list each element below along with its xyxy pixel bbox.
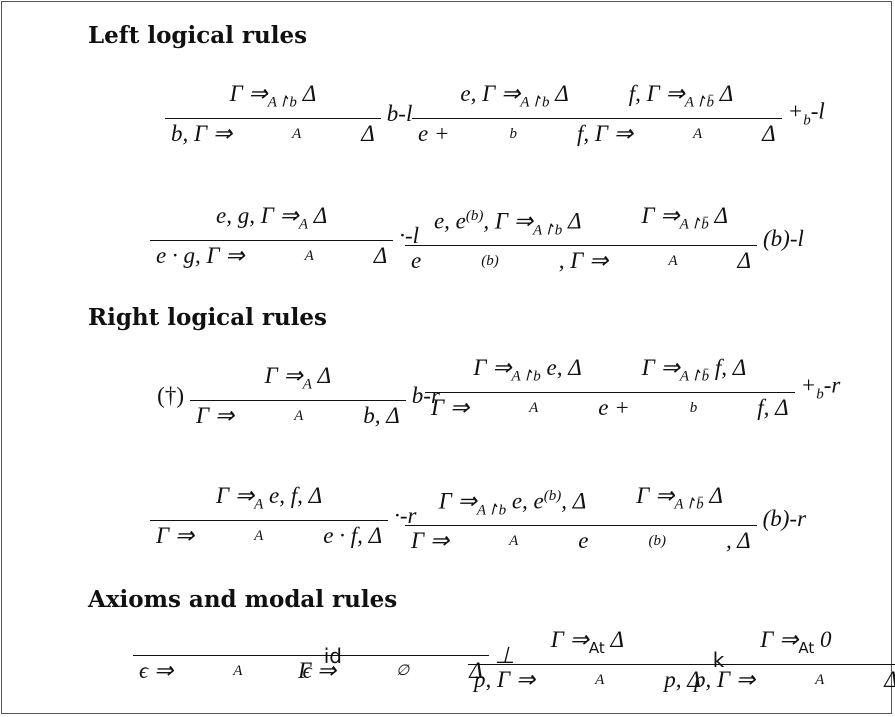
inference-line [412,117,782,119]
rule-premise: Γ ⇒A↾b Δ [229,81,317,111]
rule-fraction: Γ ⇒A↾b Δ b, Γ ⇒A Δ [165,79,381,149]
rule-premises: Γ ⇒A↾b Δ [224,79,323,118]
rule-premise: Γ ⇒A↾b e, Δ [473,355,582,385]
inference-rule-plus-b-r: Γ ⇒A↾b e, Δ Γ ⇒A↾b̄ f, Δ Γ ⇒A e +b f, Δ +b-… [425,353,840,423]
rule-fraction: Γ ⇒At 0 p, Γ ⇒A Δ [688,625,895,695]
rule-fraction: Γ ⇒At Δ p, Γ ⇒A p, Δ [468,625,707,695]
rule-premises: e, e(b), Γ ⇒A↾b Δ Γ ⇒A↾b̄ Δ [428,201,734,245]
section-heading-left: Left logical rules [88,22,308,49]
rule-premises: Γ ⇒At Δ [545,625,630,664]
inference-rule-star-b-r: Γ ⇒A↾b e, e(b), Δ Γ ⇒A↾b̄ Δ Γ ⇒A e(b), Δ (b… [405,481,806,556]
rule-fraction: Γ ⇒A Δ Γ ⇒A b, Δ [190,361,406,431]
inference-line [133,655,318,656]
inference-line [405,245,757,247]
rule-conclusion: Γ ⇒A b, Δ [196,402,400,428]
rule-fraction: e, Γ ⇒A↾b Δ f, Γ ⇒A↾b̄ Δ e +b f, Γ ⇒A Δ [412,79,782,149]
rule-premise: f, Γ ⇒A↾b̄ Δ [628,81,734,111]
rule-conclusion: Γ ⇒A e +b f, Δ [431,394,789,420]
rule-name: +b-l [787,98,825,129]
rule-premise: e, e(b), Γ ⇒A↾b Δ [433,208,582,239]
inference-line [150,239,394,241]
inference-rule-b-l: Γ ⇒A↾b Δ b, Γ ⇒A Δ b-l [165,79,412,149]
inference-rule-dot-r: Γ ⇒A e, f, Δ Γ ⇒A e · f, Δ ·-r [150,481,417,551]
section-heading-right: Right logical rules [88,304,327,331]
inference-line [150,519,389,521]
rule-premises: Γ ⇒A↾b e, e(b), Δ Γ ⇒A↾b̄ Δ [433,481,729,525]
rule-premise: Γ ⇒A Δ [264,363,332,393]
rule-premises: Γ ⇒A Δ [259,361,338,400]
rule-name: ⊥ [494,642,515,668]
rule-premises: Γ ⇒At 0 [754,625,837,664]
rule-name: b-r [411,382,440,408]
rule-fraction: Γ ⇒A↾b e, e(b), Δ Γ ⇒A↾b̄ Δ Γ ⇒A e(b), Δ [405,481,757,556]
inference-rule-dot-l: e, g, Γ ⇒A Δ e · g, Γ ⇒A Δ ·-l [150,201,419,271]
rule-premise: Γ ⇒A↾b̄ f, Δ [641,355,747,385]
rule-premise: Γ ⇒A↾b e, e(b), Δ [438,488,587,519]
rule-fraction: e, g, Γ ⇒A Δ e · g, Γ ⇒A Δ [150,201,394,271]
rule-premises: e, g, Γ ⇒A Δ [210,201,333,240]
rule-premises [381,625,399,655]
rule-premise: Γ ⇒A↾b̄ Δ [636,483,723,513]
rule-fraction: Γ ⇒A↾b e, Δ Γ ⇒A↾b̄ f, Δ Γ ⇒A e +b f, Δ [425,353,795,423]
section-heading-axioms: Axioms and modal rules [88,586,398,613]
inference-line [405,525,757,527]
rule-premises: Γ ⇒A↾b e, Δ Γ ⇒A↾b̄ f, Δ [467,353,752,392]
rule-premise [387,625,393,655]
rule-conclusion: e +b f, Γ ⇒A Δ [418,120,776,146]
inference-rule-k0: Γ ⇒At 0p, Γ ⇒A Δk0 [688,625,895,695]
rule-name: (b)-r [762,505,807,531]
inference-rule-k: Γ ⇒At Δ p, Γ ⇒A p, Δ k [468,625,724,695]
inference-rule-b-r: (†) Γ ⇒A Δ Γ ⇒A b, Δ b-r [157,361,440,431]
inference-rule-star-b-l: e, e(b), Γ ⇒A↾b Δ Γ ⇒A↾b̄ Δ e(b), Γ ⇒A Δ (b… [405,201,804,276]
rule-name: b-l [386,100,413,126]
rule-conclusion: e(b), Γ ⇒A Δ [411,248,751,274]
rule-name: +b-r [800,372,841,403]
rule-conclusion: Γ ⇒∅ Δ [298,658,483,683]
rule-name: (b)-l [763,225,804,251]
rule-conclusion: b, Γ ⇒A Δ [171,120,375,146]
rule-conclusion: p, Γ ⇒A Δ [694,666,895,692]
rule-side-condition: (†) [157,382,184,408]
rule-conclusion: Γ ⇒A e(b), Δ [411,528,751,554]
rule-premises: e, Γ ⇒A↾b Δ f, Γ ⇒A↾b̄ Δ [454,79,739,118]
rule-premises: Γ ⇒A e, f, Δ [210,481,328,520]
rule-conclusion: ϵ ⇒A ϵ [139,658,312,683]
rule-premises [216,625,234,655]
rule-name: k [712,647,725,672]
inference-line [165,117,381,119]
rule-name: ·-l [399,222,420,248]
rule-premise: Γ ⇒At 0 [760,627,832,657]
rule-conclusion: p, Γ ⇒A p, Δ [474,666,701,692]
inference-line [190,399,406,401]
rule-conclusion: Γ ⇒A e · f, Δ [156,522,383,548]
rule-fraction: Γ ⇒A e, f, Δ Γ ⇒A e · f, Δ [150,481,389,551]
rule-premise: e, Γ ⇒A↾b Δ [460,81,569,111]
rule-fraction: e, e(b), Γ ⇒A↾b Δ Γ ⇒A↾b̄ Δ e(b), Γ ⇒A Δ [405,201,757,276]
rule-name: ·-r [394,502,417,528]
inference-line [468,663,707,665]
rule-premise: e, g, Γ ⇒A Δ [216,203,328,233]
rule-premise [222,625,228,655]
rule-fraction: Γ ⇒∅ Δ [292,625,489,686]
rule-premise: Γ ⇒A↾b̄ Δ [641,203,729,233]
rule-conclusion: e · g, Γ ⇒A Δ [156,242,388,268]
rule-premise: Γ ⇒A e, f, Δ [216,483,323,513]
inference-line [292,655,489,656]
inference-line [688,663,895,665]
rule-premise: Γ ⇒At Δ [550,627,625,657]
inference-rule-plus-b-l: e, Γ ⇒A↾b Δ f, Γ ⇒A↾b̄ Δ e +b f, Γ ⇒A Δ +b-… [412,79,825,149]
inference-rule-bot: Γ ⇒∅ Δ ⊥ [292,625,515,686]
inference-line [425,391,795,393]
rule-fraction: ϵ ⇒A ϵ [133,625,318,686]
